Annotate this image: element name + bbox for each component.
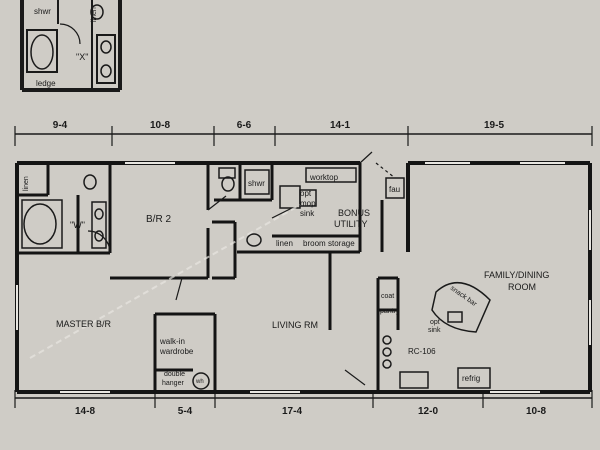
dimension-bottom-1: 14-8 (75, 406, 95, 417)
double-label: double (164, 371, 185, 378)
dimension-top-1: 9-4 (53, 120, 68, 131)
water-heater (192, 372, 210, 390)
room-label: ROOM (508, 282, 536, 292)
inset-ledge-label: ledge (36, 79, 56, 88)
hanger-label: hanger (162, 380, 184, 387)
wh-label: wh (195, 379, 204, 385)
storage-label: storage (328, 239, 355, 248)
inset-linen-label: linen (91, 7, 98, 22)
opt-sink-label-1: opt (430, 319, 440, 326)
linen-master-label: linen (23, 176, 30, 191)
opt-sink-label-2: sink (428, 327, 441, 334)
sink-label: sink (300, 209, 315, 218)
broom-label: broom (303, 239, 326, 248)
dimension-bottom-5: 10-8 (526, 406, 546, 417)
worktop-label: worktop (309, 173, 339, 182)
bonus-label: BONUS (338, 208, 370, 218)
interior-walls (17, 163, 400, 392)
hall-shower (244, 169, 270, 195)
refrigerator (457, 367, 491, 389)
dimension-top-2: 10-8 (150, 120, 170, 131)
family-dining-label: FAMILY/DINING (484, 270, 549, 280)
door-swings (87, 151, 396, 386)
living-rm-label: LIVING RM (272, 320, 318, 330)
worktop (305, 167, 357, 183)
mop-sink (299, 189, 317, 207)
br2-label: B/R 2 (146, 214, 171, 225)
master-toilet (83, 174, 97, 190)
master-vanity (91, 201, 107, 249)
snack-bar-label: snack bar (449, 285, 478, 309)
inset-tub (26, 29, 58, 73)
inset-bath-plan (20, 0, 122, 92)
windows (16, 162, 591, 393)
coat-label: coat (381, 293, 394, 300)
glare-streak (29, 204, 301, 359)
snack-bar (431, 281, 491, 333)
fau-label: fau (389, 185, 400, 194)
inset-toilet (90, 4, 104, 20)
dimension-bottom-4: 12-0 (418, 406, 438, 417)
fixtures (21, 167, 491, 390)
hall-toilet (221, 176, 235, 192)
inset-shwr-label: shwr (34, 7, 51, 16)
dimension-top-4: 14-1 (330, 120, 350, 131)
master-tub (21, 199, 63, 249)
linen-hall-label: linen (276, 239, 293, 248)
pantry-label: pantry (380, 308, 400, 315)
inset-vanity (96, 34, 116, 84)
utility-label: UTILITY (334, 219, 368, 229)
w-bath-label: "W" (70, 220, 85, 230)
refrig-label: refrig (462, 374, 480, 383)
master-br-label: MASTER B/R (56, 319, 112, 329)
wardrobe-label: wardrobe (159, 347, 194, 356)
dimension-bottom-2: 5-4 (178, 406, 193, 417)
dimension-bottom-3: 17-4 (282, 406, 302, 417)
rc-106-label: RC-106 (408, 347, 436, 356)
top-dimension-line (14, 126, 593, 146)
opt-label: opt (300, 189, 312, 198)
inset-x-label: "X" (76, 52, 88, 62)
dimension-top-5: 19-5 (484, 120, 504, 131)
shwr-label: shwr (248, 179, 265, 188)
walkin-label: walk-in (159, 337, 185, 346)
dimension-top-3: 6-6 (237, 120, 252, 131)
mop-label: mop (300, 199, 316, 208)
